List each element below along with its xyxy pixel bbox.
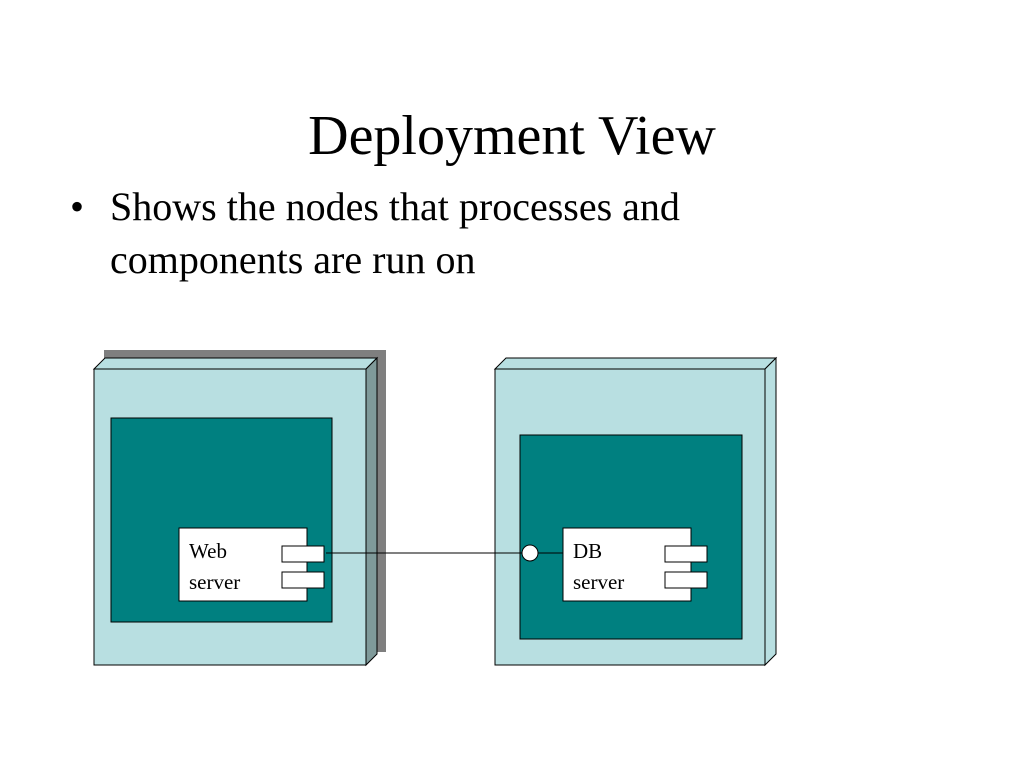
bullet-list: • Shows the nodes that processes and com… — [70, 180, 830, 286]
db-server-component: DB server — [562, 527, 708, 602]
node-left-top-face — [92, 357, 379, 370]
bullet-marker: • — [70, 184, 85, 229]
db-server-box — [562, 527, 692, 602]
node-right — [493, 356, 778, 667]
db-server-label-line1: DB — [573, 539, 602, 563]
web-server-port-bottom — [281, 571, 325, 589]
db-server-port-top — [664, 545, 708, 563]
interface-circle — [521, 544, 539, 562]
slide-title: Deployment View — [308, 105, 716, 167]
node-right-side-face — [764, 356, 777, 667]
node-right-top-face — [493, 357, 778, 370]
web-server-component: Web server — [178, 527, 325, 602]
web-server-box — [178, 527, 308, 602]
node-left-side-face — [365, 356, 378, 667]
web-server-label-line2: server — [189, 570, 240, 594]
node-left — [92, 350, 386, 667]
db-server-port-bottom — [664, 571, 708, 589]
web-server-port-top — [281, 545, 325, 563]
bullet-item: • Shows the nodes that processes and com… — [70, 180, 830, 286]
web-server-label-line1: Web — [189, 539, 227, 563]
db-server-label-line2: server — [573, 570, 624, 594]
bullet-text: Shows the nodes that processes and compo… — [110, 184, 680, 282]
